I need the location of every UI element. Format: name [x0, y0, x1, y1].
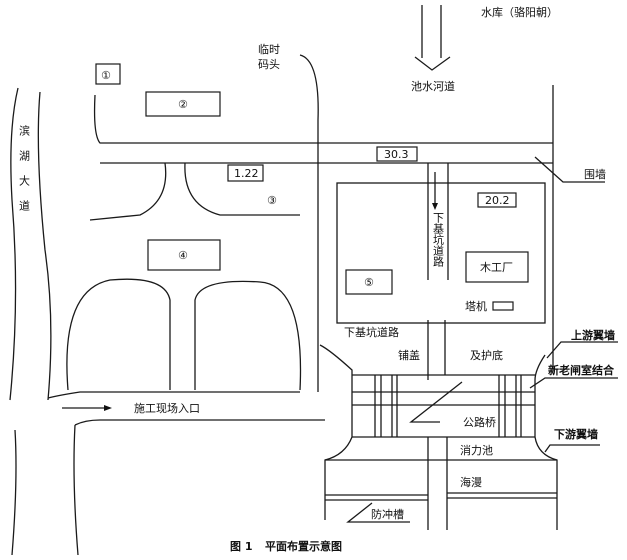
- zone-2-box: [145, 91, 221, 117]
- blanket-label: 铺盖: [398, 348, 420, 362]
- tower-crane-icon: [492, 301, 514, 311]
- wing-wall-leader: [546, 341, 618, 359]
- fence-leader: [534, 156, 605, 183]
- trench-leader: [346, 502, 410, 523]
- arrow-head-icon: [432, 203, 438, 210]
- bridge-leader: [409, 381, 463, 423]
- expressway-road: [9, 87, 79, 556]
- branch-road: [184, 162, 300, 216]
- main-road-north: [93, 94, 553, 144]
- zone-3-label: ③: [267, 194, 277, 207]
- site-block: [336, 182, 546, 324]
- gate-piers: [374, 375, 522, 437]
- site-entrance-label: 施工现场入口: [134, 401, 200, 415]
- zone-1-box: [95, 63, 121, 85]
- tower-crane-label: 塔机: [465, 299, 487, 313]
- elevation-label: 20.2: [485, 194, 510, 207]
- temp-dock-label: 码头: [258, 58, 280, 71]
- fence-label: 围墙: [584, 167, 606, 181]
- elev-box: [227, 164, 264, 182]
- scour-trench-label: 防冲槽: [371, 507, 404, 521]
- pit-road-label: 下基坑道路: [432, 212, 445, 268]
- upstream-wing-wall-label: 上游翼墙: [571, 328, 615, 342]
- stilling-basin-label: 消力池: [460, 443, 493, 457]
- zone-1-label: ①: [101, 69, 111, 82]
- figure-caption: 平面布置示意图: [265, 539, 342, 553]
- carpentry-box: [465, 251, 529, 283]
- temp-dock-label: 临时: [258, 42, 280, 56]
- chamber-leader: [529, 377, 618, 389]
- entrance-road-top: [47, 391, 300, 399]
- sluice-west-wall: [319, 344, 353, 520]
- arrow-head-icon: [104, 405, 112, 411]
- elevation-label: 30.3: [384, 148, 409, 161]
- elev-box: [376, 146, 418, 162]
- branch-road: [66, 278, 171, 391]
- carpentry-label: 木工厂: [480, 261, 513, 274]
- sluice-east-wall: [534, 354, 558, 530]
- downstream-leader: [544, 444, 600, 453]
- dock-road: [299, 54, 319, 392]
- reservoir-label: 水库（骆阳朝）: [481, 5, 558, 19]
- branch-road: [89, 162, 167, 221]
- chamber-label: 新老闸室结合: [548, 363, 615, 377]
- apron-label: 海漫: [460, 475, 482, 489]
- highway-bridge-label: 公路桥: [463, 416, 496, 429]
- downstream-wing-wall-label: 下游翼墙: [554, 427, 598, 441]
- channel-arrow: [414, 5, 451, 71]
- branch-road: [194, 280, 302, 391]
- zone-5-label: ⑤: [364, 276, 374, 289]
- zone-4-label: ④: [178, 249, 188, 262]
- pit-road-label: 下基坑道路: [344, 325, 399, 339]
- elev-box: [477, 192, 517, 208]
- channel-label: 池水河道: [411, 79, 455, 93]
- zone-5-box: [345, 269, 393, 295]
- figure-number: 图 1: [230, 540, 252, 553]
- expressway-label: 滨湖大道: [18, 124, 31, 225]
- zone-2-label: ②: [178, 98, 188, 111]
- zone-4-box: [147, 239, 221, 271]
- bottom-protection-label: 及护底: [470, 348, 503, 362]
- entrance-road-bottom: [74, 419, 325, 426]
- elevation-label: 1.22: [234, 167, 259, 180]
